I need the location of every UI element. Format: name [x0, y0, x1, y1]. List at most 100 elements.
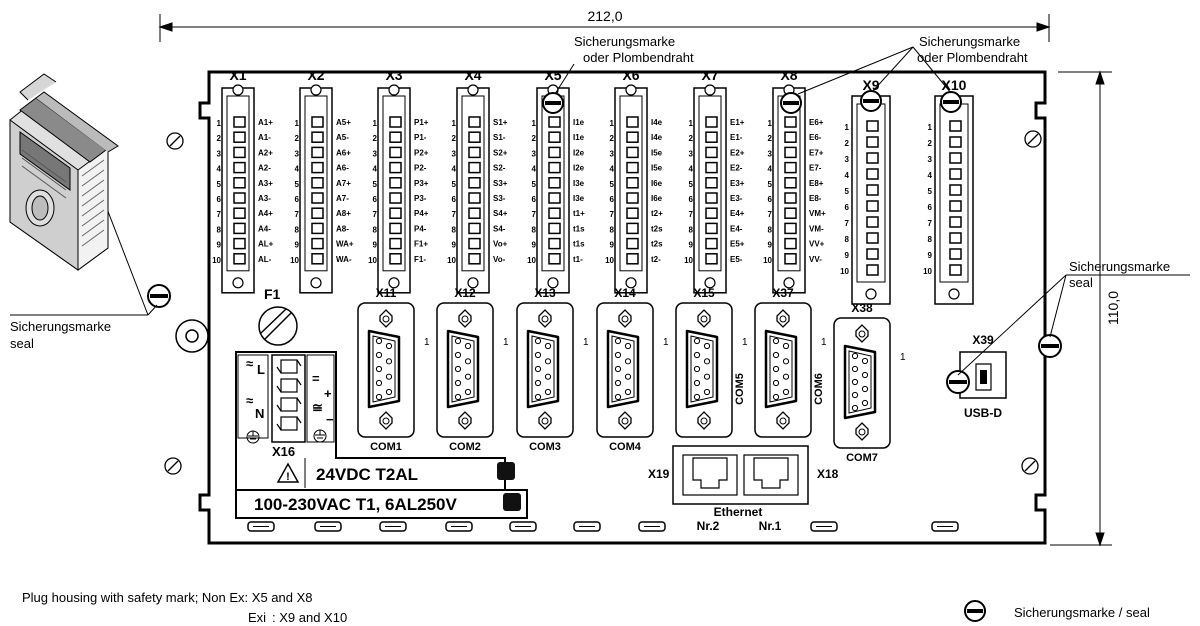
terminal-pin — [866, 248, 879, 260]
signal-label: P2- — [414, 164, 427, 173]
usb-port: X39 USB-D — [959, 333, 1007, 420]
signal-label: E4+ — [730, 209, 745, 218]
terminal-pin — [548, 192, 561, 204]
pin-number: 6 — [689, 195, 694, 204]
pin-number: 3 — [610, 149, 615, 158]
pin-number: 7 — [768, 210, 773, 219]
terminal-pin — [389, 131, 402, 143]
signal-label: I4e — [651, 133, 663, 142]
pin-number: 5 — [845, 187, 850, 196]
svg-text:!: ! — [286, 471, 290, 483]
terminal-pin — [468, 222, 481, 235]
signal-label: S4- — [493, 224, 506, 233]
seal-icon-text: SMG — [969, 609, 981, 615]
terminal-pin — [548, 161, 561, 174]
power-connector-x16: ≈ L ≈ N = + ≅ − X16 ! — [235, 351, 528, 519]
warning-icon: ! — [276, 462, 300, 483]
pin-number: 3 — [689, 149, 694, 158]
terminal-pin — [233, 237, 246, 250]
signal-label: Vo+ — [493, 240, 508, 249]
pin-number: 7 — [295, 210, 300, 219]
terminal-pin — [389, 177, 402, 189]
pin-number: 3 — [373, 149, 378, 158]
pin-number: 10 — [684, 256, 693, 265]
callout-top-right-line2: oder Plombendraht — [917, 50, 1028, 65]
pin-number: 10 — [368, 256, 377, 265]
terminal-pin — [389, 192, 402, 204]
terminal-pin — [389, 222, 402, 235]
pin-number: 6 — [452, 195, 457, 204]
signal-label: S1+ — [493, 118, 508, 127]
pin-number: 3 — [452, 149, 457, 158]
signal-label: I6e — [651, 194, 663, 203]
dsub-top-label: X37 — [772, 286, 794, 300]
pin-number: 6 — [845, 203, 850, 212]
terminal-pin — [233, 253, 246, 265]
terminal-pin — [949, 184, 962, 196]
height-dimension-label: 110,0 — [1105, 291, 1121, 325]
pin-number: 1 — [373, 119, 378, 128]
terminal-pin — [866, 152, 879, 164]
pin-number: 8 — [532, 225, 537, 234]
signal-label: P1+ — [414, 118, 429, 127]
pin-number: 9 — [532, 241, 537, 250]
terminal-pin — [949, 216, 962, 228]
signal-label: I5e — [651, 148, 663, 157]
terminal-pin — [389, 161, 402, 174]
pin-number: 1 — [689, 119, 694, 128]
ethernet-title: Ethernet — [714, 505, 763, 519]
signal-label: E6- — [809, 133, 822, 142]
terminal-pin — [784, 237, 797, 250]
terminal-pin — [389, 237, 402, 250]
signal-label: I5e — [651, 164, 663, 173]
terminal-label: X8 — [780, 67, 797, 83]
ethernet-port-nr1: Nr.1 — [759, 519, 782, 533]
dsub-com-label: COM4 — [609, 441, 642, 453]
terminal-pin — [705, 131, 718, 143]
note-line2-value: : X9 and X10 — [272, 610, 347, 625]
terminal-pin — [949, 136, 962, 148]
terminal-pin — [705, 161, 718, 174]
signal-label: S1- — [493, 133, 506, 142]
dsub-com-label: COM6 — [813, 373, 825, 405]
terminal-pin — [626, 161, 639, 174]
pin-number: 4 — [928, 171, 933, 180]
signal-label: VM- — [809, 224, 824, 233]
dc-symbol: = — [312, 371, 320, 386]
pin-number: 7 — [452, 210, 457, 219]
terminal-pin — [866, 264, 879, 276]
signal-label: E1- — [730, 133, 743, 142]
seal-icon-text: SMG — [1044, 344, 1057, 350]
seal-icon-text: SMG — [153, 294, 166, 300]
dsub-pin1-label: 1 — [900, 352, 906, 363]
callout-left-line1: Sicherungsmarke — [10, 319, 111, 334]
dsub-pin1-label: 1 — [503, 337, 509, 348]
pin-number: 7 — [373, 210, 378, 219]
pin-number: 4 — [452, 165, 457, 174]
signal-label: P4- — [414, 224, 427, 233]
pin-number: 2 — [217, 134, 222, 143]
terminal-pin — [389, 116, 402, 128]
pin-number: 1 — [610, 119, 615, 128]
signal-label: E6+ — [809, 118, 824, 127]
dsub-pin1-label: 1 — [424, 337, 430, 348]
terminal-pin — [548, 222, 561, 235]
signal-label: E8- — [809, 194, 822, 203]
signal-label: P3- — [414, 194, 427, 203]
signal-label: WA+ — [336, 240, 354, 249]
power-n-label: N — [255, 406, 264, 421]
pin-number: 4 — [532, 165, 537, 174]
signal-label: t2- — [651, 255, 661, 264]
terminal-pin — [784, 177, 797, 189]
pin-number: 9 — [295, 241, 300, 250]
terminal-pin — [626, 207, 639, 219]
pin-number: 10 — [923, 267, 932, 276]
pin-number: 6 — [928, 203, 933, 212]
signal-label: P3+ — [414, 179, 429, 188]
ac-symbol-n: ≈ — [246, 393, 253, 408]
seal-icon: SMG — [780, 92, 802, 114]
terminal-pin — [311, 237, 324, 250]
